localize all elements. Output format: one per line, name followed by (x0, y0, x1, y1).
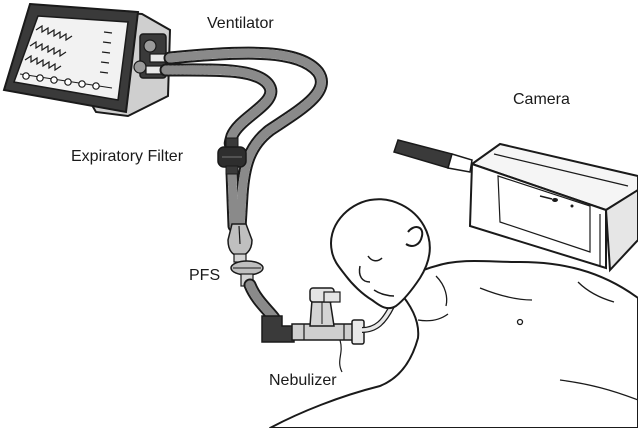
expiratory-filter-device (217, 137, 247, 175)
patient-body-details (417, 275, 638, 401)
y-piece (227, 223, 253, 263)
patient-head (330, 198, 431, 310)
camera-label: Camera (513, 91, 570, 108)
ventilator-label: Ventilator (207, 15, 274, 32)
patient-figure (269, 198, 638, 428)
ventilator-tubing (159, 46, 328, 235)
ventilator-dials (22, 72, 100, 90)
camera-device (393, 139, 638, 273)
nebulizer-assembly (261, 287, 395, 373)
nebulizer-label: Nebulizer (269, 372, 337, 389)
pfs-device (230, 260, 264, 287)
patient-torso (269, 260, 638, 428)
waveform-traces (24, 24, 73, 72)
pfs-label: PFS (189, 267, 221, 284)
expiratory-filter-label: Expiratory Filter (71, 148, 184, 165)
ventilator-device (2, 2, 173, 118)
